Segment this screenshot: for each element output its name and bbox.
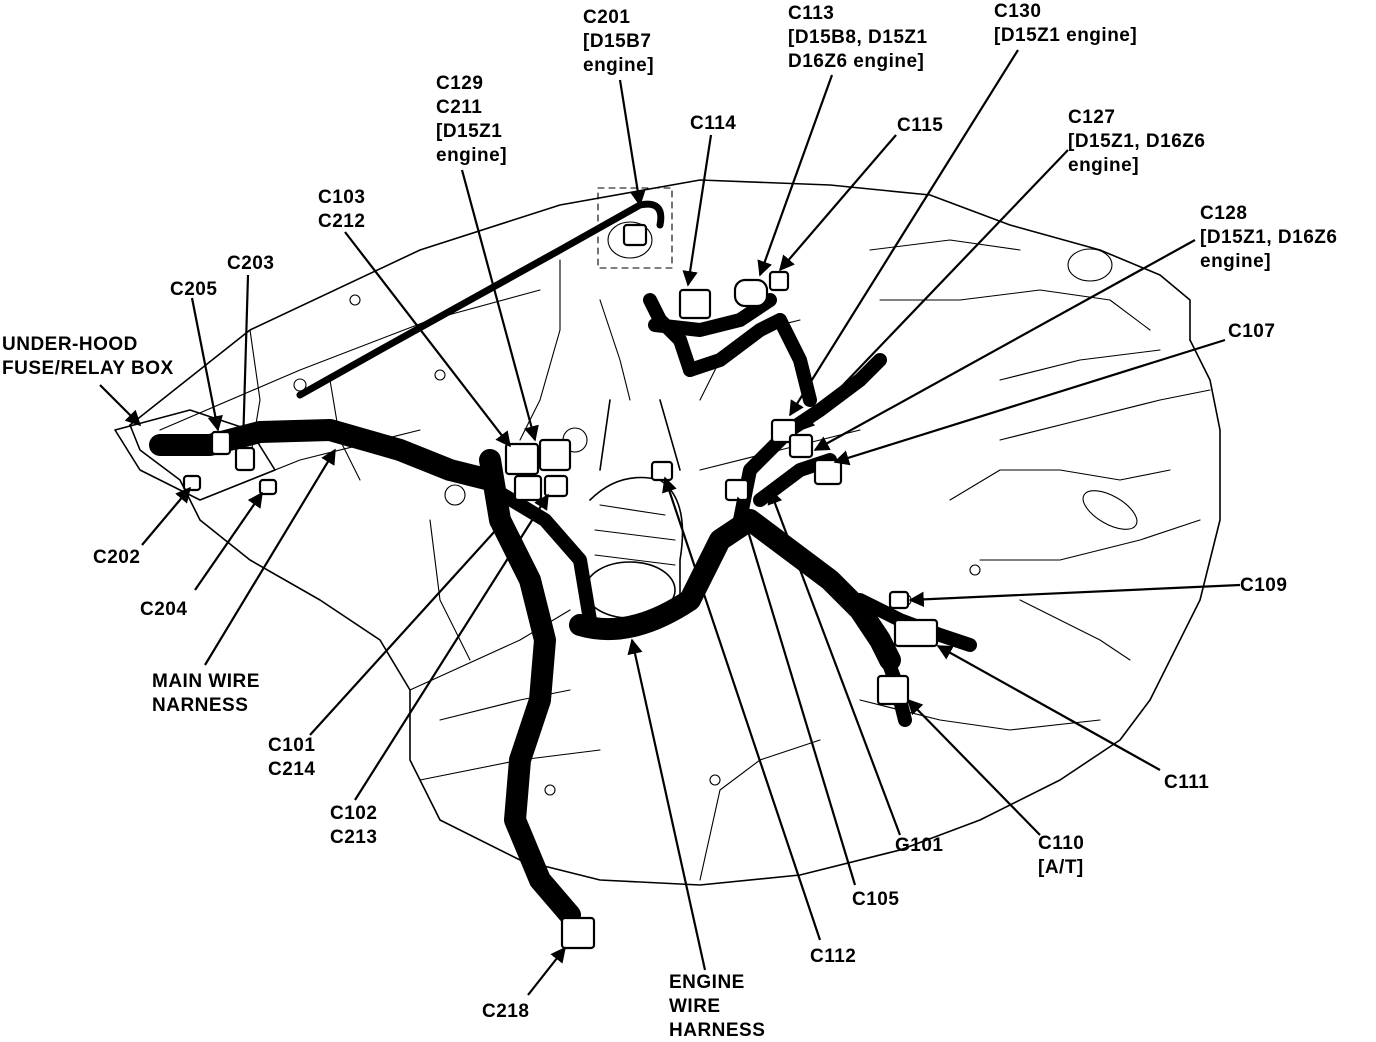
label-c201: C201 [D15B7 engine]: [583, 7, 655, 76]
c201-tube: [296, 200, 665, 399]
label-c218: C218: [482, 1001, 530, 1022]
label-c128: C128 [D15Z1, D16Z6 engine]: [1200, 203, 1338, 272]
label-c205: C205: [170, 279, 218, 300]
label-c203: C203: [227, 253, 275, 274]
label-c110: C110 [A/T]: [1038, 833, 1085, 878]
label-engine-wire-harness: ENGINE WIRE HARNESS: [669, 972, 766, 1041]
label-c101-c214: C101 C214: [268, 735, 316, 780]
label-c112: C112: [810, 946, 857, 967]
label-c204: C204: [140, 599, 188, 620]
label-c130: C130 [D15Z1 engine]: [994, 1, 1138, 46]
label-c103-c212: C103 C212: [318, 187, 366, 232]
label-c115: C115: [897, 115, 944, 136]
label-g101: G101: [895, 835, 944, 856]
label-c202: C202: [93, 547, 141, 568]
label-under-hood-fuse-relay-box: UNDER-HOOD FUSE/RELAY BOX: [2, 334, 174, 379]
label-c127: C127 [D15Z1, D16Z6 engine]: [1068, 107, 1206, 176]
main-wire-harness: [149, 419, 501, 491]
connectors: [182, 223, 939, 950]
leader-lines: [99, 49, 1241, 996]
label-c111: C111: [1164, 772, 1210, 793]
label-c129-c211: C129 C211 [D15Z1 engine]: [436, 73, 508, 166]
label-c113: C113 [D15B8, D15Z1 D16Z6 engine]: [788, 3, 928, 72]
label-c105: C105: [852, 889, 900, 910]
label-c114: C114: [690, 113, 737, 134]
label-c107: C107: [1228, 321, 1276, 342]
label-main-wire-harness: MAIN WIRE NARNESS: [152, 671, 260, 716]
label-c109: C109: [1240, 575, 1288, 596]
label-c102-c213: C102 C213: [330, 803, 378, 848]
